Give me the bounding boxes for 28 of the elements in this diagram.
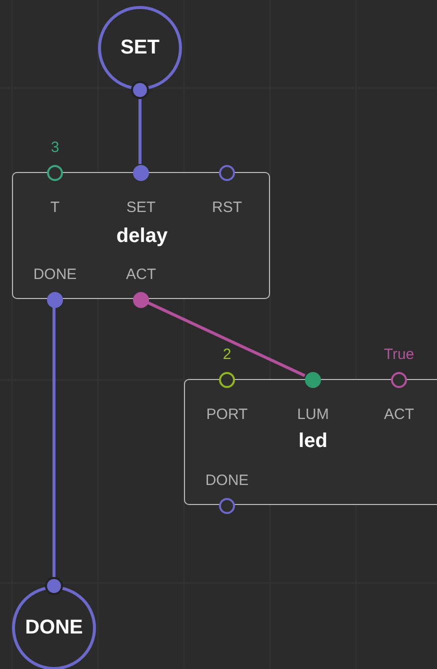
input-pin (133, 165, 149, 181)
pin-label: DONE (205, 472, 249, 489)
output-pin (133, 292, 149, 308)
link-line (138, 99, 142, 164)
pin-label: LUM (297, 406, 329, 423)
pin-value: 3 (50, 139, 60, 156)
output-pin (219, 498, 235, 514)
node-title: led (298, 430, 328, 453)
pin-label: RST (212, 199, 242, 216)
node-title: delay (116, 225, 168, 248)
pin-label: ACT (384, 406, 414, 423)
output-pin (47, 292, 63, 308)
terminal-label: SET (120, 36, 160, 60)
link-line (146, 301, 306, 377)
pin-label: PORT (206, 406, 248, 423)
pin-label: ACT (126, 266, 156, 283)
input-pin (219, 165, 235, 181)
input-pin (219, 372, 235, 388)
link-line (52, 307, 56, 577)
pin-label: DONE (33, 266, 77, 283)
pin-label: T (50, 199, 60, 216)
terminal-label: DONE (24, 616, 84, 640)
pin-value: True (384, 346, 414, 363)
pin-value: 2 (222, 346, 232, 363)
input-pin (391, 372, 407, 388)
input-pin (305, 372, 321, 388)
input-pin (47, 165, 63, 181)
pin-label: SET (126, 199, 156, 216)
